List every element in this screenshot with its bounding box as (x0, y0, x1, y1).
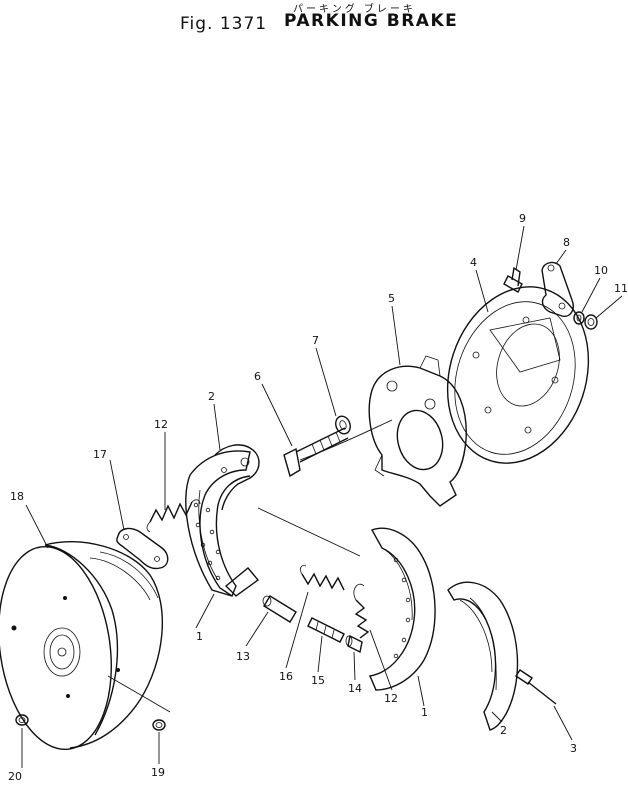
adjuster-screw (307, 617, 345, 643)
nut-11 (584, 314, 598, 330)
return-spring-upper (146, 499, 201, 533)
brake-shoe-right (257, 507, 436, 691)
washer (335, 415, 351, 435)
callout-4: 4 (470, 256, 477, 269)
callout-12-lower: 12 (384, 692, 398, 705)
lever-link (541, 261, 574, 317)
anchor-plate (299, 355, 467, 507)
callout-13: 13 (236, 650, 250, 663)
callout-18: 18 (10, 490, 24, 503)
callout-8: 8 (563, 236, 570, 249)
callout-5: 5 (388, 292, 395, 305)
callout-11: 11 (614, 282, 628, 295)
adjuster-sleeve (262, 595, 297, 623)
callout-6: 6 (254, 370, 261, 383)
diagram-header: Fig. 1371 パーキング ブレーキ PARKING BRAKE (0, 0, 628, 40)
japanese-title: パーキング ブレーキ (293, 4, 416, 15)
adjuster-nut (345, 634, 363, 654)
callout-1-right: 1 (421, 706, 428, 719)
bolt-9 (503, 266, 523, 293)
backing-plate (446, 286, 590, 464)
diagram-title: PARKING BRAKE (284, 11, 459, 31)
parking-lever (214, 444, 260, 511)
callout-16: 16 (279, 670, 293, 683)
callout-7: 7 (312, 334, 319, 347)
callout-2-upper: 2 (208, 390, 215, 403)
shoe-pin (515, 669, 557, 705)
adjuster-spring (299, 565, 345, 591)
callout-labels: 18 17 12 2 6 7 5 4 9 8 10 11 1 13 16 15 … (8, 212, 628, 783)
callout-14: 14 (348, 682, 362, 695)
figure-number: Fig. 1371 (180, 14, 268, 34)
brake-drum (0, 540, 171, 750)
brake-lining (447, 581, 519, 731)
callout-9: 9 (519, 212, 526, 225)
return-spring-lower (353, 583, 370, 639)
callout-17: 17 (93, 448, 107, 461)
callout-2-lower: 2 (500, 724, 507, 737)
adjusting-strut (283, 427, 349, 478)
washer-10 (573, 311, 585, 325)
callout-10: 10 (594, 264, 608, 277)
brake-shoe-left (185, 450, 260, 598)
drum-nut-19 (152, 719, 166, 731)
drum-nut-20 (15, 714, 29, 726)
callout-19: 19 (151, 766, 165, 779)
callout-12-upper: 12 (154, 418, 168, 431)
callout-20: 20 (8, 770, 22, 783)
callout-1-left: 1 (196, 630, 203, 643)
callout-15: 15 (311, 674, 325, 687)
leader-lines (21, 225, 623, 768)
shoe-plate (116, 527, 169, 570)
callout-3: 3 (570, 742, 577, 755)
